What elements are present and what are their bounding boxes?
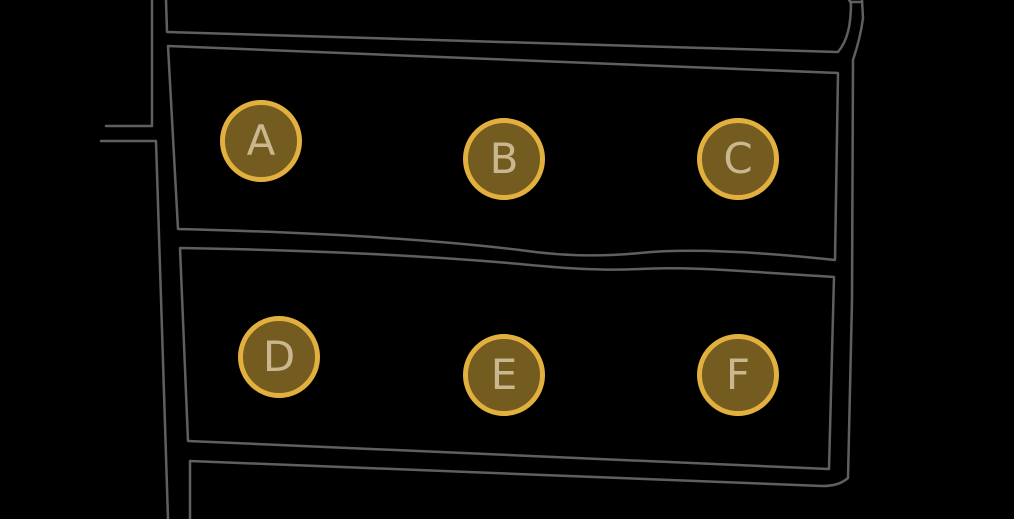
marker-label: E	[490, 350, 518, 399]
frame-top-inner	[164, 0, 853, 54]
marker-c[interactable]: C	[697, 118, 779, 200]
marker-e[interactable]: E	[463, 334, 545, 416]
marker-b[interactable]: B	[463, 118, 545, 200]
marker-d[interactable]: D	[238, 316, 320, 398]
marker-f[interactable]: F	[697, 334, 779, 416]
frame-right-edge	[188, 0, 865, 519]
frame-left-edge	[104, 0, 154, 128]
marker-label: B	[489, 134, 519, 183]
lower-drawer	[178, 246, 836, 471]
marker-label: F	[725, 350, 751, 399]
marker-label: A	[246, 116, 276, 165]
frame-left-lower-edge	[99, 139, 170, 519]
marker-a[interactable]: A	[220, 100, 302, 182]
marker-label: C	[723, 134, 753, 183]
upper-drawer	[166, 44, 840, 262]
marker-label: D	[262, 332, 296, 381]
